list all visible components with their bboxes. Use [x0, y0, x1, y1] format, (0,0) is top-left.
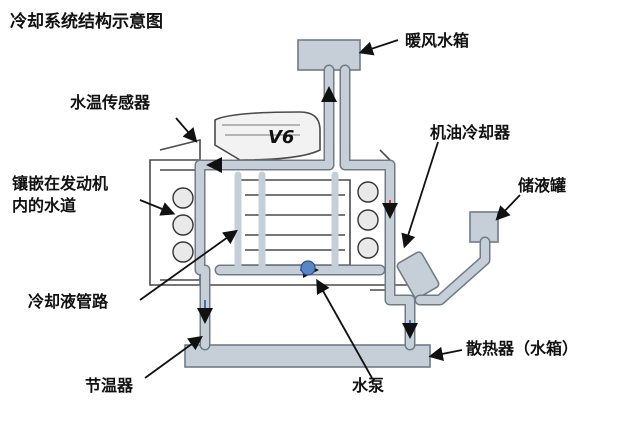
label-oil-cooler: 机油冷却器: [430, 123, 511, 142]
right-cylinders: [357, 181, 379, 259]
label-engine-passages-1: 镶嵌在发动机: [12, 174, 109, 193]
diagram-title: 冷却系统结构示意图: [10, 12, 163, 32]
label-heater-core: 暖风水箱: [405, 31, 470, 50]
label-engine-passages-2: 内的水道: [12, 196, 77, 215]
label-temp-sensor: 水温传感器: [70, 93, 151, 112]
oil-cooler-box: [396, 251, 440, 299]
radiator-box: [184, 344, 431, 368]
intake-manifold: [214, 111, 321, 161]
label-coolant-pipes: 冷却液管路: [28, 292, 109, 311]
engine-badge: V6: [268, 127, 295, 148]
label-thermostat: 节温器: [85, 376, 134, 395]
label-water-pump: 水泵: [352, 376, 385, 395]
label-radiator: 散热器（水箱）: [466, 339, 579, 358]
coolant-pipes: [194, 64, 491, 351]
label-reservoir: 储液罐: [518, 176, 567, 195]
left-cylinders: [172, 187, 194, 263]
water-pump: [300, 260, 316, 276]
leader-lines: [139, 39, 521, 379]
